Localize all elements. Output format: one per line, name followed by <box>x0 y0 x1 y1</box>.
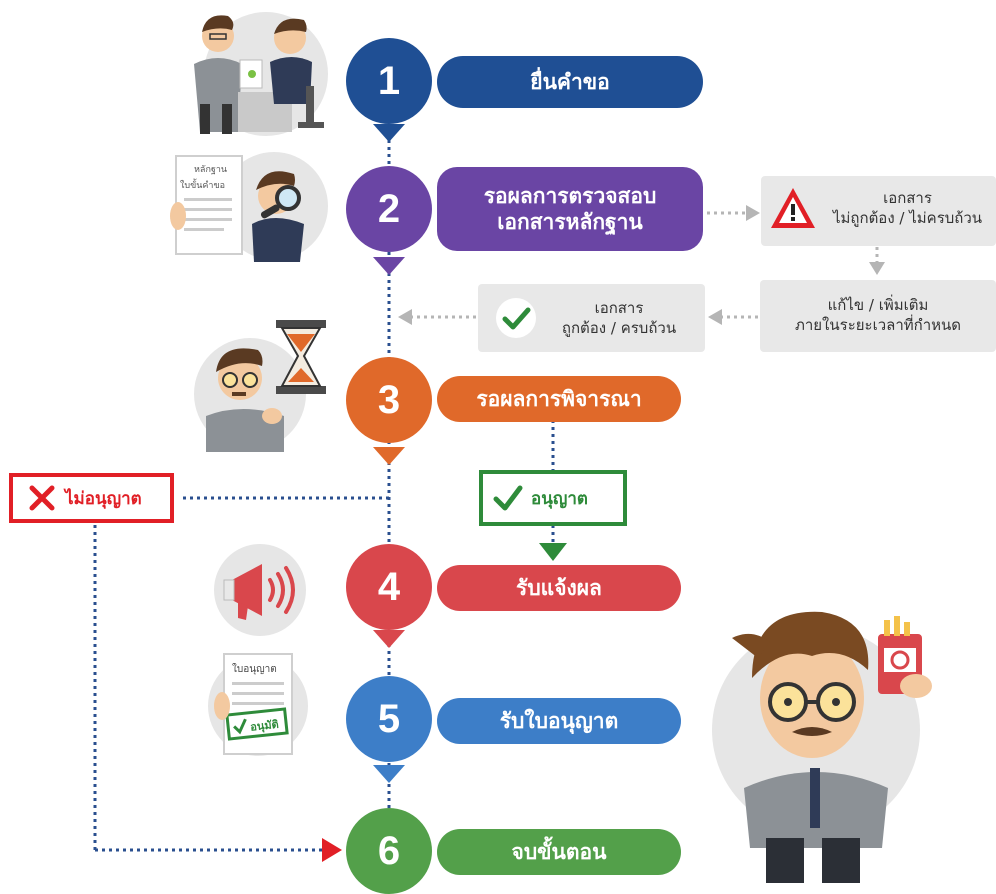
step-6-circle: 6 <box>346 808 432 894</box>
valid-line1: เอกสาร <box>594 299 644 317</box>
step-6-label: จบขั้นตอน <box>437 829 681 875</box>
step-3-label: รอผลการพิจารณา <box>437 376 681 422</box>
step-2-label-line2: เอกสารหลักฐาน <box>497 210 643 234</box>
cross-icon <box>29 485 55 511</box>
step-4-number: 4 <box>377 564 401 609</box>
arrow-approved-to-step4 <box>539 543 567 561</box>
document-subheading: ใบขั้นคำขอ <box>180 178 225 191</box>
grey-arrow-to-valid <box>708 309 722 325</box>
document-heading: หลักฐาน <box>194 165 227 175</box>
denied-tag: ไม่อนุญาต <box>9 473 174 523</box>
grey-arrow-to-invalid <box>746 205 760 221</box>
arrow-denied-to-end <box>322 838 342 862</box>
arrow-step1 <box>373 124 405 142</box>
arrow-step4 <box>373 630 405 648</box>
megaphone-illustration <box>214 544 306 636</box>
approved-label: อนุญาต <box>531 488 588 509</box>
license-stamp: อนุมัติ <box>250 718 280 735</box>
denied-label: ไม่อนุญาต <box>65 488 142 509</box>
step-3-number: 3 <box>377 377 401 422</box>
step-6-number: 6 <box>377 828 401 873</box>
step-5-circle: 5 <box>346 676 432 762</box>
waiting-illustration <box>194 320 326 452</box>
fix-line2: ภายในระยะเวลาที่กำหนด <box>794 316 962 335</box>
step-2-number: 2 <box>377 186 401 231</box>
step-2-circle: 2 <box>346 166 432 252</box>
warning-icon <box>771 188 815 228</box>
arrow-step2 <box>373 257 405 275</box>
grey-arrow-to-spine <box>398 309 412 325</box>
license-illustration: ใบอนุญาต อนุมัติ <box>208 653 308 756</box>
invalid-documents-box: เอกสาร ไม่ถูกต้อง / ไม่ครบถ้วน <box>761 176 996 246</box>
fix-line1: แก้ไข / เพิ่มเติม <box>827 296 929 314</box>
step-1-number: 1 <box>377 58 401 103</box>
fix-documents-box: แก้ไข / เพิ่มเติม ภายในระยะเวลาที่กำหนด <box>760 280 996 352</box>
arrow-step5 <box>373 765 405 783</box>
man-with-cigarettes-illustration <box>712 611 932 883</box>
submit-request-illustration <box>194 12 328 136</box>
megaphone-icon <box>223 564 295 620</box>
step-1-label: ยื่นคำขอ <box>437 56 703 108</box>
arrow-step3 <box>373 447 405 465</box>
invalid-line2: ไม่ถูกต้อง / ไม่ครบถ้วน <box>832 209 983 228</box>
check-icon <box>496 298 536 338</box>
step-1-circle: 1 <box>346 38 432 124</box>
grey-arrow-to-fix <box>869 262 885 275</box>
step-4-label: รับแจ้งผล <box>437 565 681 611</box>
step-5-number: 5 <box>377 696 401 741</box>
valid-line2: ถูกต้อง / ครบถ้วน <box>561 319 677 338</box>
check-icon <box>493 485 523 511</box>
valid-documents-box: เอกสาร ถูกต้อง / ครบถ้วน <box>478 284 705 352</box>
step-5-label: รับใบอนุญาต <box>437 698 681 744</box>
step-2-label-line1: รอผลการตรวจสอบ <box>483 183 657 208</box>
license-heading: ใบอนุญาต <box>232 663 277 675</box>
step-2-label: รอผลการตรวจสอบ เอกสารหลักฐาน <box>437 167 703 251</box>
approved-tag: อนุญาต <box>479 470 627 526</box>
step-4-circle: 4 <box>346 544 432 630</box>
invalid-line1: เอกสาร <box>883 189 932 207</box>
check-documents-illustration: หลักฐาน ใบขั้นคำขอ <box>170 152 328 262</box>
step-3-circle: 3 <box>346 357 432 443</box>
